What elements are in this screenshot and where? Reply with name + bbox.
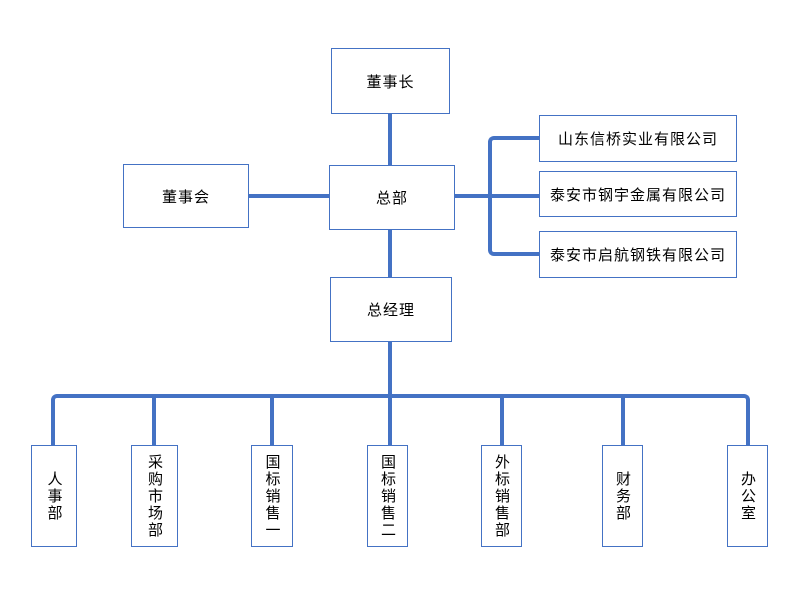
org-node-department-label: 人事部 (45, 470, 63, 522)
org-node-department-label: 采购市场部 (146, 453, 163, 539)
org-node-headquarters-label: 总部 (375, 190, 408, 207)
connector-drop-procurement (152, 394, 156, 445)
org-node-headquarters: 总部 (329, 165, 455, 230)
org-node-chairman-label: 董事长 (366, 73, 415, 91)
org-node-department: 财务部 (602, 445, 643, 547)
connector-subsidiaries-bracket-top (488, 136, 539, 196)
org-node-subsidiary-label: 泰安市钢宇金属有限公司 (549, 186, 726, 204)
org-node-department: 国标销售二 (367, 445, 408, 547)
org-node-subsidiary: 泰安市钢宇金属有限公司 (539, 171, 737, 217)
org-node-board: 董事会 (123, 164, 249, 228)
connector-departments-rail (51, 394, 750, 445)
connector-chairman-headquarters (388, 114, 392, 165)
org-node-subsidiary: 山东信桥实业有限公司 (539, 115, 737, 162)
connector-general-manager-departments (388, 342, 392, 445)
org-node-department-label: 国标销售二 (379, 453, 396, 539)
org-node-subsidiary-label: 山东信桥实业有限公司 (557, 131, 718, 148)
org-node-subsidiary: 泰安市启航钢铁有限公司 (539, 231, 737, 278)
org-node-general-manager: 总经理 (330, 277, 452, 342)
connector-board-headquarters (249, 194, 329, 198)
org-node-chairman: 董事长 (331, 48, 450, 114)
org-node-department: 国标销售一 (251, 445, 293, 547)
org-node-department: 人事部 (31, 445, 77, 547)
org-node-department-label: 财务部 (614, 470, 631, 522)
connector-headquarters-general-manager (388, 230, 392, 277)
org-node-general-manager-label: 总经理 (366, 302, 415, 319)
org-node-subsidiary-label: 泰安市启航钢铁有限公司 (549, 247, 726, 264)
org-node-department-label: 外标销售部 (493, 453, 510, 539)
connector-headquarters-subsidiaries (455, 194, 539, 198)
connector-drop-foreign-sales (500, 394, 504, 445)
org-node-board-label: 董事会 (161, 188, 210, 206)
org-node-department-label: 国标销售一 (263, 453, 281, 539)
org-node-department: 办公室 (727, 445, 768, 547)
org-node-department: 外标销售部 (481, 445, 522, 547)
org-node-department: 采购市场部 (131, 445, 178, 547)
org-node-department-label: 办公室 (739, 470, 756, 522)
connector-drop-national-sales-1 (270, 394, 274, 445)
connector-subsidiaries-bracket-bottom (488, 196, 539, 256)
connector-drop-finance (621, 394, 625, 445)
